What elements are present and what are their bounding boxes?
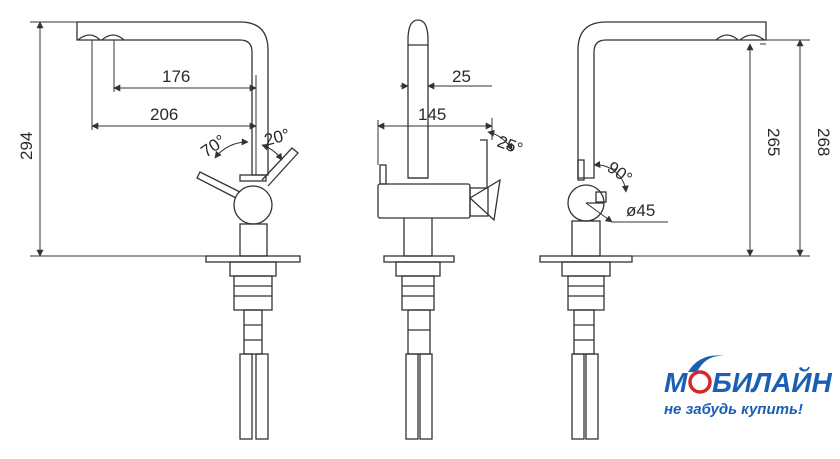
- logo-brand-m: М: [664, 367, 688, 398]
- right-dim-265: 265: [764, 128, 783, 156]
- middle-angle-25: 25°: [495, 132, 526, 159]
- logo-brand-rest: БИЛАЙН: [712, 366, 833, 398]
- right-view: [539, 21, 767, 440]
- left-spout: [76, 21, 269, 176]
- middle-view: [377, 19, 501, 440]
- left-dim-294: 294: [17, 132, 36, 160]
- mobilain-logo: М БИЛАЙН не забудь купить!: [664, 355, 833, 418]
- middle-dimensions: [377, 82, 513, 165]
- left-dim-206: 206: [150, 105, 178, 124]
- left-angle-20: 20°: [262, 125, 292, 150]
- right-dim-268: 268: [814, 128, 833, 156]
- left-angle-70: 70°: [197, 131, 229, 161]
- right-spout: [577, 21, 767, 179]
- left-dimensions: [30, 21, 283, 257]
- logo-o-swirl-icon: [688, 370, 712, 394]
- left-dim-176: 176: [162, 67, 190, 86]
- logo-swoosh-icon: [688, 355, 726, 372]
- middle-spout: [407, 19, 429, 179]
- middle-dim-145: 145: [418, 105, 446, 124]
- right-angle-90: 90°: [604, 158, 636, 188]
- logo-slogan: не забудь купить!: [664, 401, 803, 418]
- right-dim-diameter-45: ø45: [626, 201, 655, 220]
- middle-dim-25: 25: [452, 67, 471, 86]
- right-dimensions: [585, 39, 810, 257]
- left-view: [76, 21, 301, 440]
